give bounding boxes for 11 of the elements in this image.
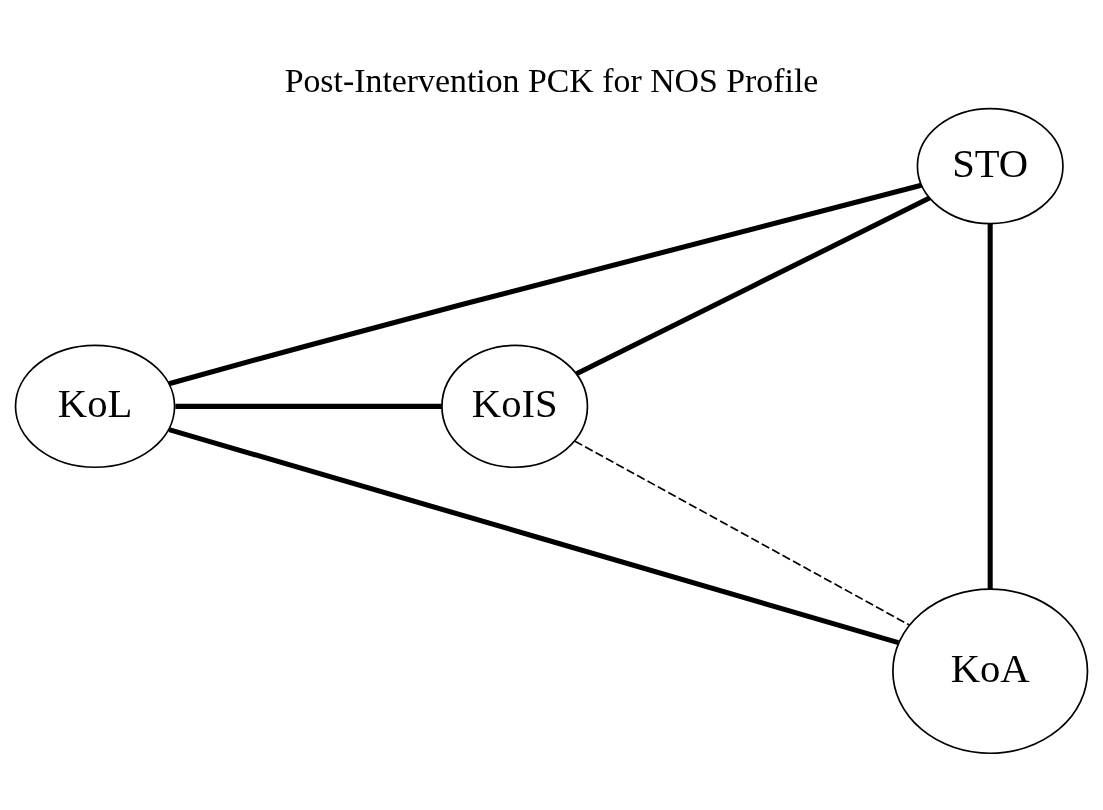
connector (168, 426, 900, 645)
node-ellipse: KoIS (441, 344, 589, 468)
node-ellipse: STO (916, 107, 1064, 224)
connector (575, 195, 931, 376)
diagram-title: Post-Intervention PCK for NOS Profile (284, 61, 819, 99)
connector (987, 223, 993, 589)
node-ellipse: KoA (892, 587, 1089, 754)
connector (175, 403, 442, 409)
connector (574, 439, 910, 626)
connector (168, 182, 922, 386)
node-ellipse: KoL (14, 344, 176, 468)
